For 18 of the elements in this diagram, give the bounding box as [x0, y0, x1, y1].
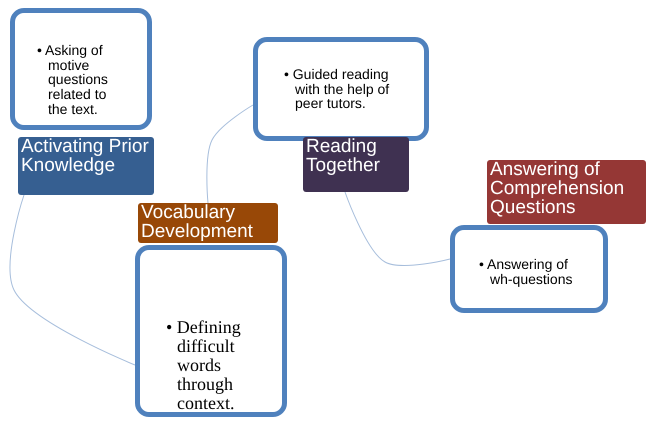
detail-box — [135, 245, 287, 417]
bullet-text: • Defining difficult words through context. — [166, 318, 242, 412]
detail-box — [10, 8, 152, 130]
connector-curve — [344, 192, 450, 266]
connector-curve — [10, 194, 136, 366]
step-label — [487, 160, 646, 224]
step-title: Answering of Comprehension Questions — [490, 160, 626, 217]
step-title: Vocabulary Development — [141, 203, 254, 241]
step-label — [303, 137, 409, 192]
bullet-text: • Answering of wh-questions — [479, 257, 574, 286]
bullet-text: • Guided reading with the help of peer tutors. — [284, 67, 390, 112]
detail-box — [450, 225, 608, 313]
connector-curve — [206, 104, 254, 204]
step-title: Reading Together — [306, 137, 381, 175]
step-title: Activating Prior Knowledge — [21, 137, 150, 175]
step-label — [138, 203, 278, 243]
step-label — [18, 137, 154, 195]
bullet-text: • Asking of motive questions related to the text. — [37, 43, 109, 116]
